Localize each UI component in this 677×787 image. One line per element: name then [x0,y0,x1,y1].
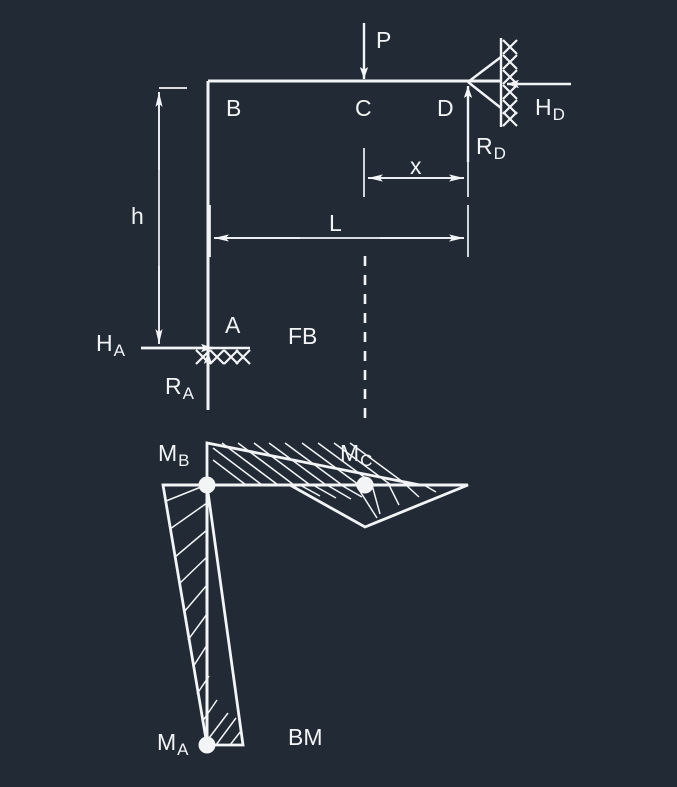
label-reaction-HA-base: H [96,330,113,356]
bm-hatch-column [165,486,242,746]
label-dimension-h: h [131,203,144,229]
label-joint-A: A [225,312,241,338]
label-moment-MA-base: M [157,729,177,755]
label-reaction-HD-base: H [535,94,552,120]
label-reaction-RD-base: R [476,133,493,159]
label-joint-D: D [437,95,454,121]
support-hatch-D [502,39,518,127]
label-reaction-RA-sub: A [182,384,194,404]
bm-node-C [356,476,374,494]
label-moment-MB: MB [158,440,190,471]
label-bending-moment-diagram: BM [288,724,323,750]
label-moment-MC: MC [340,440,373,471]
label-reaction-HA: HA [96,330,125,361]
label-moment-MB-base: M [158,440,178,466]
label-moment-MC-base: M [340,440,360,466]
label-joint-B: B [226,95,242,121]
label-reaction-HD: HD [535,94,565,125]
dimension-line-x [363,148,469,197]
label-free-body-diagram: FB [288,323,318,349]
dimension-line-L [209,205,469,257]
label-moment-MB-sub: B [178,451,190,471]
label-reaction-RA-base: R [165,373,182,399]
label-moment-MC-sub: C [360,451,373,471]
label-dimension-x: x [410,153,422,179]
support-pin-D [467,56,502,109]
support-hatch-A [195,349,251,365]
bm-node-A [198,736,216,754]
label-moment-MA: MA [157,729,189,760]
label-load-P: P [376,27,392,53]
bm-area-column [161,483,245,747]
bm-hatch-beam-negative [299,484,437,519]
label-joint-C: C [355,95,372,121]
label-dimension-L: L [329,210,342,236]
label-reaction-RD-sub: D [493,144,506,164]
label-reaction-RA: RA [165,373,194,404]
label-reaction-RD: RD [476,133,506,164]
label-reaction-HA-sub: A [113,341,125,361]
label-reaction-HD-sub: D [552,105,565,125]
dimension-line-h [155,87,187,349]
bm-node-B [198,476,216,494]
bm-hatch-beam-positive [212,442,408,486]
label-moment-MA-sub: A [177,740,189,760]
bm-area-beam-negative [284,483,469,529]
